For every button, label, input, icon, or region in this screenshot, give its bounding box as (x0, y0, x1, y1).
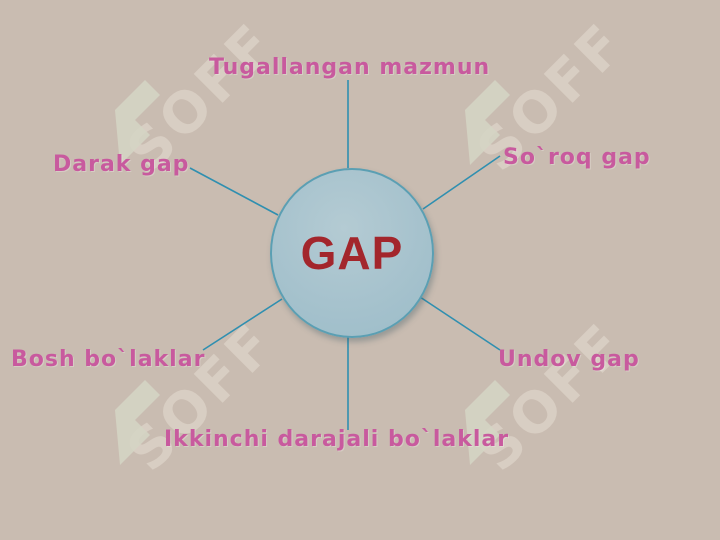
soff-watermark-icon: SOFF (465, 11, 639, 184)
soff-watermark-icon: SOFF (115, 311, 289, 484)
connector-top-left (189, 167, 279, 216)
node-label-darak-gap: Darak gap (53, 152, 190, 177)
center-node-label: GAP (300, 227, 404, 279)
node-label-ikkinchi-darajali-bolaklar: Ikkinchi darajali bo`laklar (164, 427, 510, 452)
center-node: GAP (270, 168, 434, 338)
node-label-soroq-gap: So`roq gap (503, 145, 651, 170)
connector-bottom-left (202, 298, 283, 351)
node-label-tugallangan-mazmun: Tugallangan mazmun (209, 55, 491, 80)
connector-top-right (422, 155, 501, 210)
node-label-undov-gap: Undov gap (498, 347, 640, 372)
connector-bottom-right (419, 296, 501, 351)
soff-watermark-icon: SOFF (465, 311, 639, 484)
soff-watermark-icon: SOFF (115, 11, 289, 184)
node-label-bosh-bolaklar: Bosh bo`laklar (11, 347, 206, 372)
